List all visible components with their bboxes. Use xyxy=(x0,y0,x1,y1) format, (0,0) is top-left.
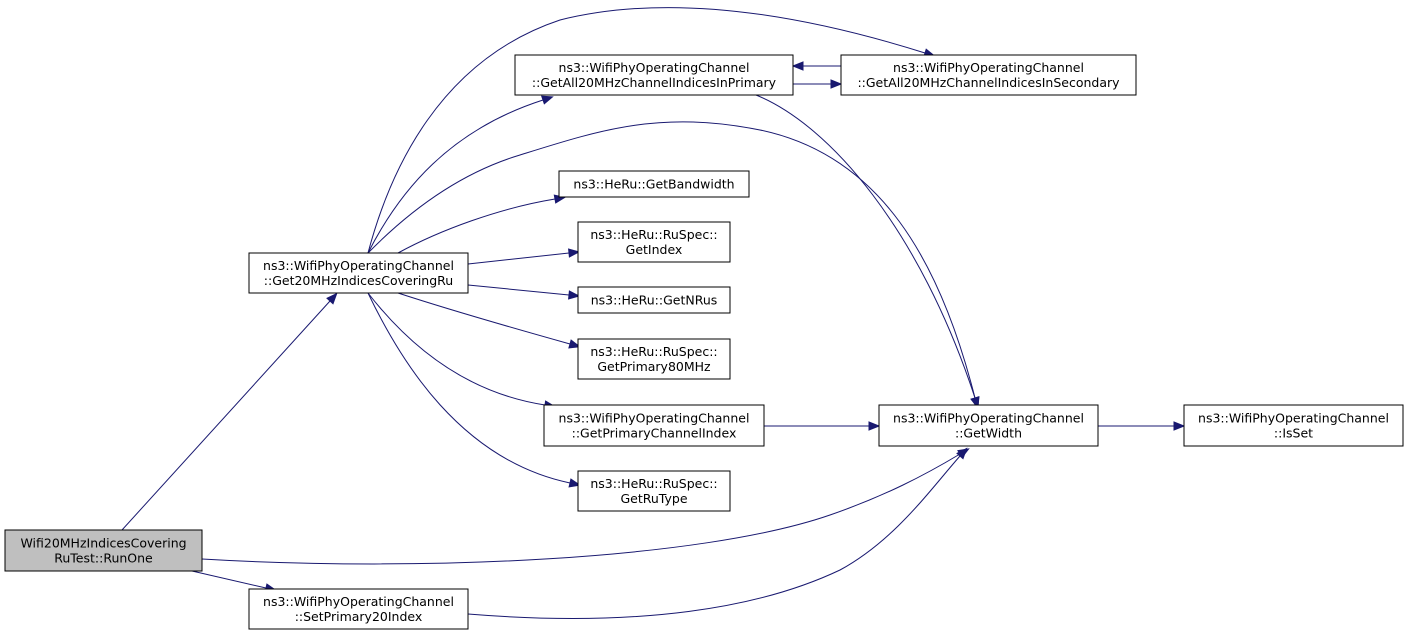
node-label-line: GetRuType xyxy=(620,491,687,506)
node-allPrimary[interactable]: ns3::WifiPhyOperatingChannel::GetAll20MH… xyxy=(514,54,794,96)
node-allSecondary[interactable]: ns3::WifiPhyOperatingChannel::GetAll20MH… xyxy=(840,54,1137,96)
edges-layer xyxy=(121,7,1186,619)
arrowhead-icon xyxy=(568,478,582,488)
edge-allSecondary-to-allPrimary xyxy=(791,61,841,71)
node-box xyxy=(4,529,203,572)
edge-get20-to-ruType xyxy=(367,292,582,488)
edge-line xyxy=(367,292,571,484)
node-box xyxy=(543,404,765,447)
node-bandwidth[interactable]: ns3::HeRu::GetBandwidth xyxy=(558,170,750,198)
edge-line xyxy=(367,7,926,254)
edge-setPrimary-to-width xyxy=(467,447,968,619)
nodes-layer: Wifi20MHzIndicesCoveringRuTest::RunOnens… xyxy=(4,54,1404,630)
arrowhead-icon xyxy=(326,292,338,305)
arrowhead-icon xyxy=(1173,421,1186,431)
arrowhead-icon xyxy=(791,61,804,71)
node-label-line: ns3::HeRu::RuSpec:: xyxy=(590,227,717,242)
node-label-line: Wifi20MHzIndicesCovering xyxy=(20,536,186,551)
node-primary80[interactable]: ns3::HeRu::RuSpec::GetPrimary80MHz xyxy=(577,338,731,380)
edge-line xyxy=(367,99,544,254)
edge-root-to-get20 xyxy=(121,292,338,531)
node-label-line: ns3::HeRu::RuSpec:: xyxy=(590,344,717,359)
node-label-line: GetIndex xyxy=(626,242,683,257)
edge-allPrimary-to-allSecondary xyxy=(793,79,843,89)
arrowhead-icon xyxy=(830,79,843,89)
edge-line xyxy=(367,121,976,399)
node-box xyxy=(577,221,731,263)
edge-line xyxy=(755,94,976,399)
edge-get20-to-nrus xyxy=(467,284,581,300)
edge-line xyxy=(467,252,570,265)
node-label-line: ns3::WifiPhyOperatingChannel xyxy=(559,60,750,75)
node-label-line: ::IsSet xyxy=(1274,426,1313,441)
edge-allPrimary-to-width xyxy=(755,94,980,409)
arrowhead-icon xyxy=(568,290,581,300)
edge-get20-to-primaryChannel xyxy=(367,292,557,410)
edge-get20-to-primary80 xyxy=(397,292,581,349)
node-label-line: ns3::WifiPhyOperatingChannel xyxy=(893,60,1084,75)
node-label-line: ns3::WifiPhyOperatingChannel xyxy=(893,411,1084,426)
edge-get20-to-allPrimary xyxy=(367,95,554,254)
node-label-line: ns3::WifiPhyOperatingChannel xyxy=(263,594,454,609)
node-nrus[interactable]: ns3::HeRu::GetNRus xyxy=(577,286,731,314)
edge-line xyxy=(467,284,570,296)
node-label-line: ns3::WifiPhyOperatingChannel xyxy=(263,258,454,273)
node-ruType[interactable]: ns3::HeRu::RuSpec::GetRuType xyxy=(577,470,731,512)
node-label-line: ns3::WifiPhyOperatingChannel xyxy=(559,411,750,426)
edge-line xyxy=(201,453,961,565)
edge-width-to-isSet xyxy=(1098,421,1186,431)
edge-line xyxy=(397,292,571,345)
node-box xyxy=(577,470,731,512)
arrowhead-icon xyxy=(568,248,581,258)
node-label-line: ::GetAll20MHzChannelIndicesInSecondary xyxy=(857,75,1120,90)
node-label-line: ns3::WifiPhyOperatingChannel xyxy=(1198,411,1389,426)
node-box xyxy=(577,286,731,314)
node-label-line: ns3::HeRu::RuSpec:: xyxy=(590,476,717,491)
arrowhead-icon xyxy=(956,447,968,460)
node-box xyxy=(248,588,469,630)
edge-line xyxy=(467,455,961,619)
edge-get20-to-bandwidth xyxy=(397,194,567,254)
edge-primaryChannel-to-width xyxy=(764,421,881,431)
node-box xyxy=(514,54,794,96)
node-box xyxy=(577,338,731,380)
edge-get20-to-allSecondary xyxy=(367,7,936,254)
node-label-line: ::GetPrimaryChannelIndex xyxy=(572,426,737,441)
node-setPrimary[interactable]: ns3::WifiPhyOperatingChannel::SetPrimary… xyxy=(248,588,469,630)
node-label-line: ::GetWidth xyxy=(955,426,1022,441)
node-box xyxy=(840,54,1137,96)
edge-line xyxy=(191,570,267,589)
node-label-line: GetPrimary80MHz xyxy=(597,359,711,374)
node-box xyxy=(1183,404,1404,447)
arrowhead-icon xyxy=(868,421,881,431)
node-get20[interactable]: ns3::WifiPhyOperatingChannel::Get20MHzIn… xyxy=(248,252,469,294)
node-width[interactable]: ns3::WifiPhyOperatingChannel::GetWidth xyxy=(878,404,1099,447)
node-box xyxy=(878,404,1099,447)
edge-line xyxy=(397,198,556,254)
node-label-line: RuTest::RunOne xyxy=(54,551,153,566)
edge-line xyxy=(121,300,331,531)
node-primaryChannel[interactable]: ns3::WifiPhyOperatingChannel::GetPrimary… xyxy=(543,404,765,447)
arrowhead-icon xyxy=(540,95,554,105)
node-label-line: ::SetPrimary20Index xyxy=(295,609,423,624)
node-isSet[interactable]: ns3::WifiPhyOperatingChannel::IsSet xyxy=(1183,404,1404,447)
node-getIndex[interactable]: ns3::HeRu::RuSpec::GetIndex xyxy=(577,221,731,263)
node-label-line: ns3::HeRu::GetBandwidth xyxy=(573,177,734,192)
node-label-line: ::GetAll20MHzChannelIndicesInPrimary xyxy=(532,75,777,90)
node-box xyxy=(248,252,469,294)
edge-get20-to-getIndex xyxy=(467,248,581,265)
arrowhead-icon xyxy=(568,339,581,349)
node-label-line: ns3::HeRu::GetNRus xyxy=(591,293,718,308)
node-box xyxy=(558,170,750,198)
node-label-line: ::Get20MHzIndicesCoveringRu xyxy=(264,273,453,288)
edge-line xyxy=(367,292,546,406)
